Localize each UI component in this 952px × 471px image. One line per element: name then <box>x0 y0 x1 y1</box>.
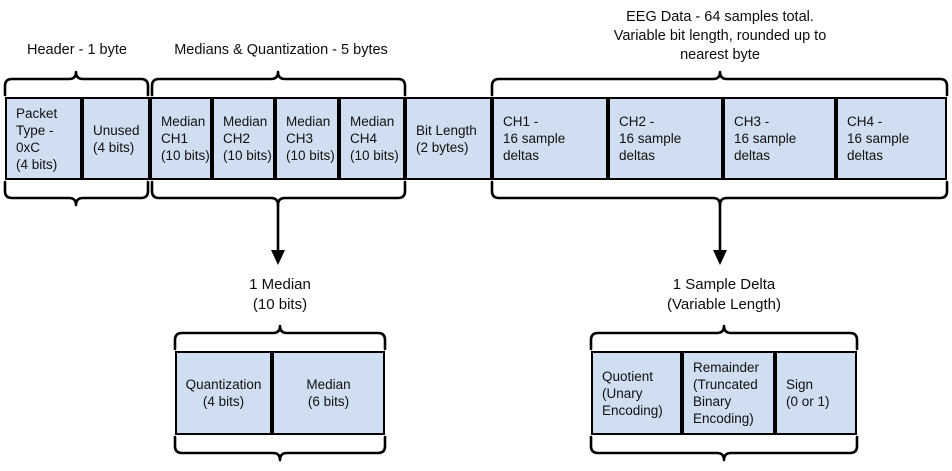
packet-field-unused[interactable]: Unused (4 bits) <box>82 97 150 180</box>
brace-eeg-bottom <box>490 180 949 207</box>
packet-field-label: CH1 - 16 sample deltas <box>503 114 566 163</box>
brace-header-bottom <box>3 180 150 207</box>
brace-header-top <box>3 70 150 97</box>
median-field-label: Quantization (4 bits) <box>185 377 262 409</box>
brace-median-detail-bottom <box>173 435 387 462</box>
median-field-label: Median (6 bits) <box>306 377 351 409</box>
packet-field-label: Median CH1 (10 bits) <box>161 114 210 163</box>
sample-delta-detail-title: 1 Sample Delta (Variable Length) <box>667 276 781 313</box>
packet-field-label: Unused (4 bits) <box>93 122 140 155</box>
packet-field-median-ch2[interactable]: Median CH2 (10 bits) <box>212 97 275 180</box>
brace-sample-delta-top <box>589 324 859 351</box>
brace-median-detail-top <box>173 324 387 351</box>
packet-field-packet-type[interactable]: Packet Type - 0xC (4 bits) <box>5 97 82 180</box>
packet-field-label: CH3 - 16 sample deltas <box>734 114 797 163</box>
brace-medians-top <box>150 70 407 97</box>
caption-header-group: Header - 1 byte <box>27 42 127 58</box>
brace-sample-delta-bottom <box>589 435 859 462</box>
packet-field-label: Median CH3 (10 bits) <box>286 114 335 163</box>
packet-field-bit-length[interactable]: Bit Length (2 bytes) <box>405 97 492 180</box>
packet-field-ch3-deltas[interactable]: CH3 - 16 sample deltas <box>723 97 836 180</box>
packet-field-median-ch1[interactable]: Median CH1 (10 bits) <box>150 97 212 180</box>
packet-field-ch2-deltas[interactable]: CH2 - 16 sample deltas <box>608 97 723 180</box>
packet-field-ch4-deltas[interactable]: CH4 - 16 sample deltas <box>836 97 947 180</box>
brace-eeg-top <box>490 70 949 97</box>
sample-delta-field-sign[interactable]: Sign (0 or 1) <box>775 351 857 435</box>
packet-field-label: Median CH4 (10 bits) <box>350 114 399 163</box>
sample-delta-field-quotient[interactable]: Quotient (Unary Encoding) <box>591 351 682 435</box>
sample-delta-field-remainder[interactable]: Remainder (Truncated Binary Encoding) <box>682 351 775 435</box>
brace-medians-bottom <box>150 180 407 207</box>
packet-field-label: Median CH2 (10 bits) <box>223 114 272 163</box>
median-field-median-value[interactable]: Median (6 bits) <box>272 351 385 435</box>
packet-field-label: CH4 - 16 sample deltas <box>847 114 910 163</box>
sample-delta-field-label: Remainder (Truncated Binary Encoding) <box>693 360 760 426</box>
packet-field-median-ch4[interactable]: Median CH4 (10 bits) <box>339 97 405 180</box>
arrow-eeg-head <box>713 250 727 265</box>
packet-field-label: CH2 - 16 sample deltas <box>619 114 682 163</box>
sample-delta-field-label: Quotient (Unary Encoding) <box>602 368 663 418</box>
packet-field-label: Packet Type - 0xC (4 bits) <box>16 105 58 172</box>
caption-eeg-group: EEG Data - 64 samples total. Variable bi… <box>613 9 827 63</box>
median-detail-title: 1 Median (10 bits) <box>249 276 311 313</box>
median-field-quantization[interactable]: Quantization (4 bits) <box>175 351 272 435</box>
sample-delta-field-label: Sign (0 or 1) <box>786 377 830 409</box>
packet-field-label: Bit Length (2 bytes) <box>416 122 477 155</box>
packet-field-median-ch3[interactable]: Median CH3 (10 bits) <box>275 97 339 180</box>
arrow-medians-head <box>271 250 285 265</box>
caption-medians-group: Medians & Quantization - 5 bytes <box>174 42 388 58</box>
packet-field-ch1-deltas[interactable]: CH1 - 16 sample deltas <box>492 97 608 180</box>
